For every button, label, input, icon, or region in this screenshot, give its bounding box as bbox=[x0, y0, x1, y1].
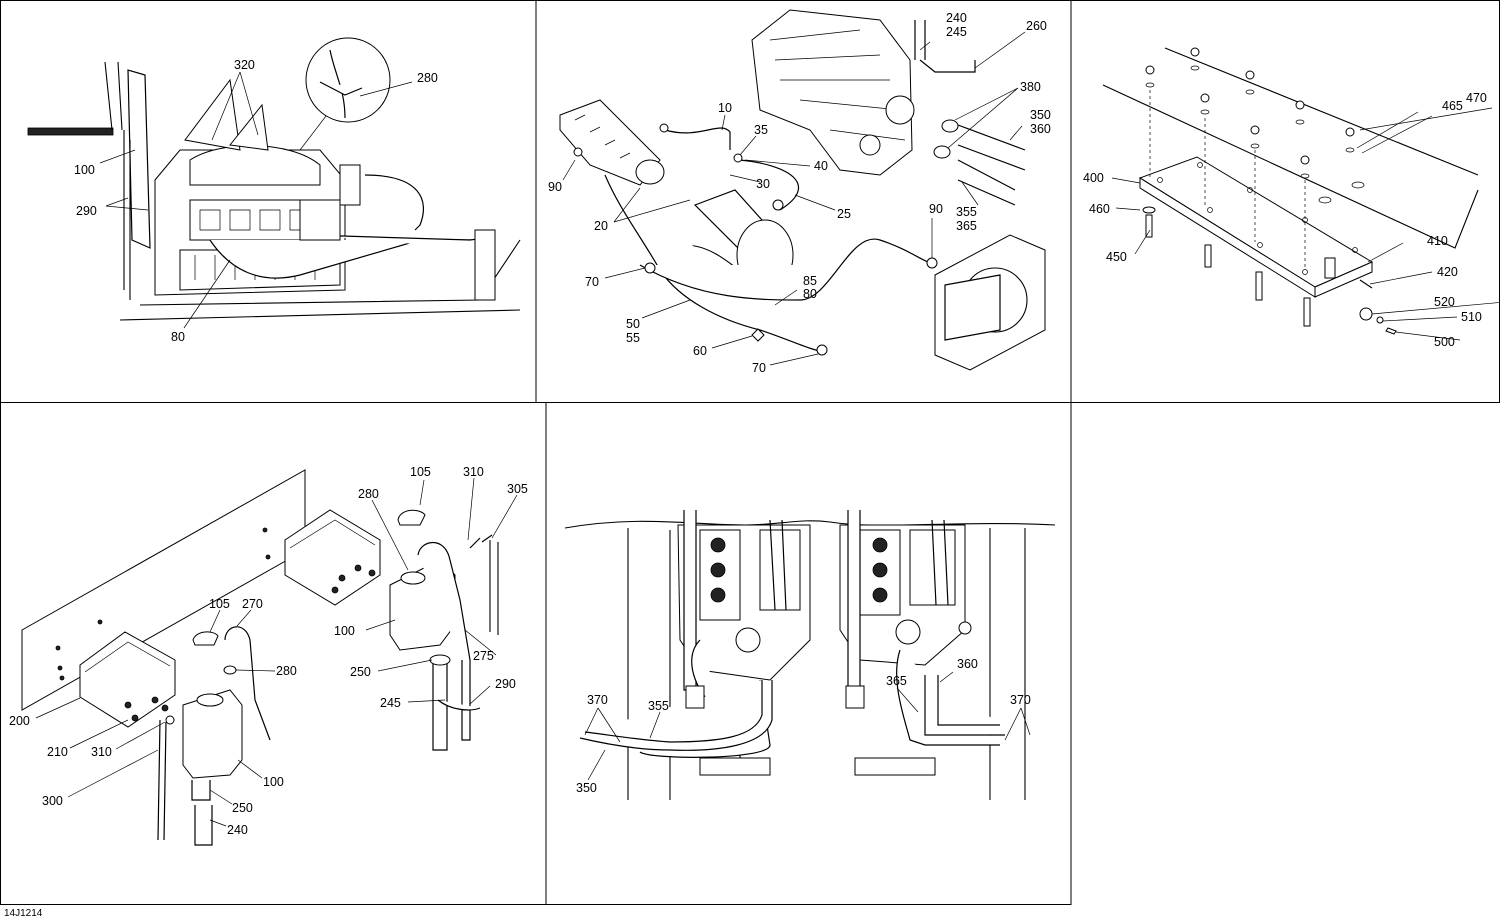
callout-label: 105 bbox=[410, 465, 431, 479]
callout-label: 500 bbox=[1434, 335, 1455, 349]
callout-label: 70 bbox=[585, 275, 599, 289]
callout-label: 100 bbox=[74, 163, 95, 177]
callout-label: 90 bbox=[548, 180, 562, 194]
callout-label: 465 bbox=[1442, 99, 1463, 113]
callout-label: 35 bbox=[754, 123, 768, 137]
callout-label: 30 bbox=[756, 177, 770, 191]
panel-bottom-left bbox=[21, 469, 518, 846]
callout-label: 100 bbox=[334, 624, 355, 638]
callout-label: 420 bbox=[1437, 265, 1458, 279]
callout-label: 300 bbox=[42, 794, 63, 808]
panel-top-right bbox=[1102, 47, 1500, 341]
callout-label: 280 bbox=[358, 487, 379, 501]
callout-label: 380 bbox=[1020, 80, 1041, 94]
callout-label: 280 bbox=[417, 71, 438, 85]
callout-label: 365 bbox=[886, 674, 907, 688]
callout-label: 410 bbox=[1427, 234, 1448, 248]
panel-top-middle bbox=[559, 9, 1046, 371]
callout-label: 210 bbox=[47, 745, 68, 759]
callout-label: 275 bbox=[473, 649, 494, 663]
callout-label: 280 bbox=[276, 664, 297, 678]
callout-label: 270 bbox=[242, 597, 263, 611]
callout-label: 240 bbox=[946, 11, 967, 25]
callout-label: 460 bbox=[1089, 202, 1110, 216]
callout-label: 355 bbox=[648, 699, 669, 713]
callout-label: 105 bbox=[209, 597, 230, 611]
callout-label: 90 bbox=[929, 202, 943, 216]
callout-label: 260 bbox=[1026, 19, 1047, 33]
callout-label: 310 bbox=[91, 745, 112, 759]
callout-label: 240 bbox=[227, 823, 248, 837]
callout-label: 370 bbox=[1010, 693, 1031, 707]
callout-label: 200 bbox=[9, 714, 30, 728]
callout-label: 25 bbox=[837, 207, 851, 221]
callout-label: 470 bbox=[1466, 91, 1487, 105]
callout-label: 370 bbox=[587, 693, 608, 707]
callout-label: 365 bbox=[956, 219, 977, 233]
callout-label: 245 bbox=[946, 25, 967, 39]
callout-label: 400 bbox=[1083, 171, 1104, 185]
figure-reference: 14J1214 bbox=[4, 908, 43, 919]
callout-label: 10 bbox=[718, 101, 732, 115]
callout-label: 60 bbox=[693, 344, 707, 358]
callout-label: 510 bbox=[1461, 310, 1482, 324]
panel-bottom-middle bbox=[564, 510, 1056, 800]
callout-label: 360 bbox=[957, 657, 978, 671]
callout-label: 85 bbox=[803, 274, 817, 288]
callout-label: 250 bbox=[232, 801, 253, 815]
callout-label: 50 bbox=[626, 317, 640, 331]
callout-label: 250 bbox=[350, 665, 371, 679]
callout-label: 55 bbox=[626, 331, 640, 345]
panel-top-left bbox=[27, 37, 521, 329]
callout-label: 350 bbox=[1030, 108, 1051, 122]
callout-label: 350 bbox=[576, 781, 597, 795]
callout-label: 80 bbox=[171, 330, 185, 344]
callout-label: 305 bbox=[507, 482, 528, 496]
callout-label: 70 bbox=[752, 361, 766, 375]
callout-label: 40 bbox=[814, 159, 828, 173]
callout-label: 100 bbox=[263, 775, 284, 789]
callout-label: 290 bbox=[76, 204, 97, 218]
callout-label: 320 bbox=[234, 58, 255, 72]
callout-label: 20 bbox=[594, 219, 608, 233]
callout-label: 450 bbox=[1106, 250, 1127, 264]
callout-label: 290 bbox=[495, 677, 516, 691]
callout-label: 355 bbox=[956, 205, 977, 219]
callout-label: 360 bbox=[1030, 122, 1051, 136]
callout-label: 80 bbox=[803, 287, 817, 301]
callout-label: 310 bbox=[463, 465, 484, 479]
callout-label: 245 bbox=[380, 696, 401, 710]
callout-label: 520 bbox=[1434, 295, 1455, 309]
